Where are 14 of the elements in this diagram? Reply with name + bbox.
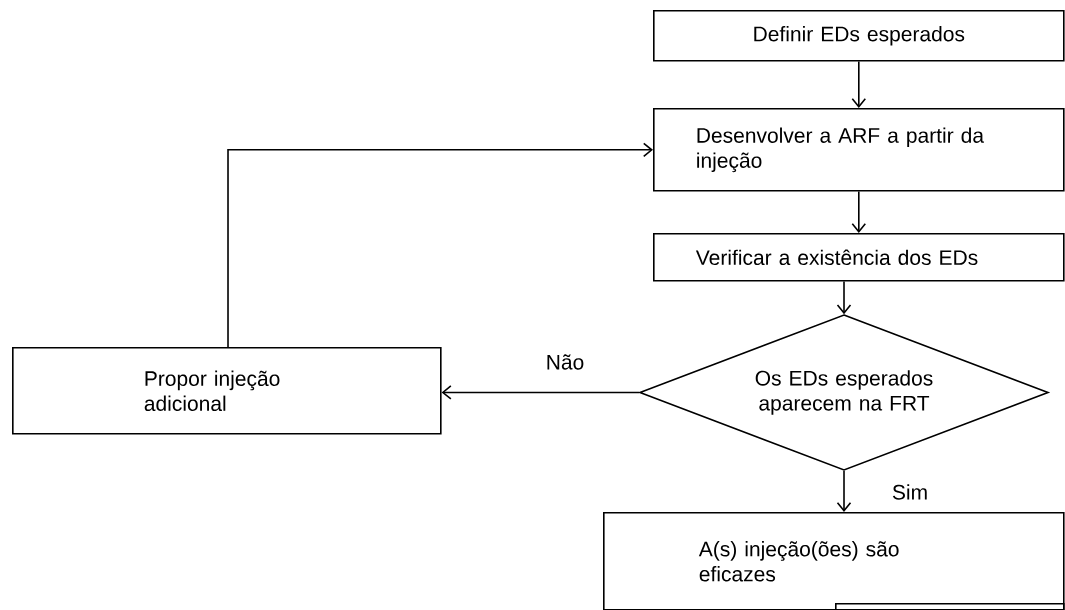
arrow	[441, 385, 640, 400]
arrow	[851, 190, 867, 233]
arrow	[836, 470, 852, 512]
process-box: Desenvolver a ARF a partir da injeção	[653, 108, 1065, 192]
process-box: Verificar a existência dos EDs	[653, 233, 1065, 282]
edge-label: Não	[543, 352, 587, 372]
process-box: A(s) injeção(ões) são eficazes	[603, 512, 1065, 610]
process-box: Propor injeção adicional	[12, 347, 442, 435]
arrow	[227, 142, 653, 348]
empty-box	[835, 603, 1065, 610]
arrow	[836, 280, 852, 315]
arrow	[851, 60, 867, 108]
process-box: Definir EDs esperados	[653, 10, 1065, 62]
edge-label: Sim	[889, 482, 931, 502]
